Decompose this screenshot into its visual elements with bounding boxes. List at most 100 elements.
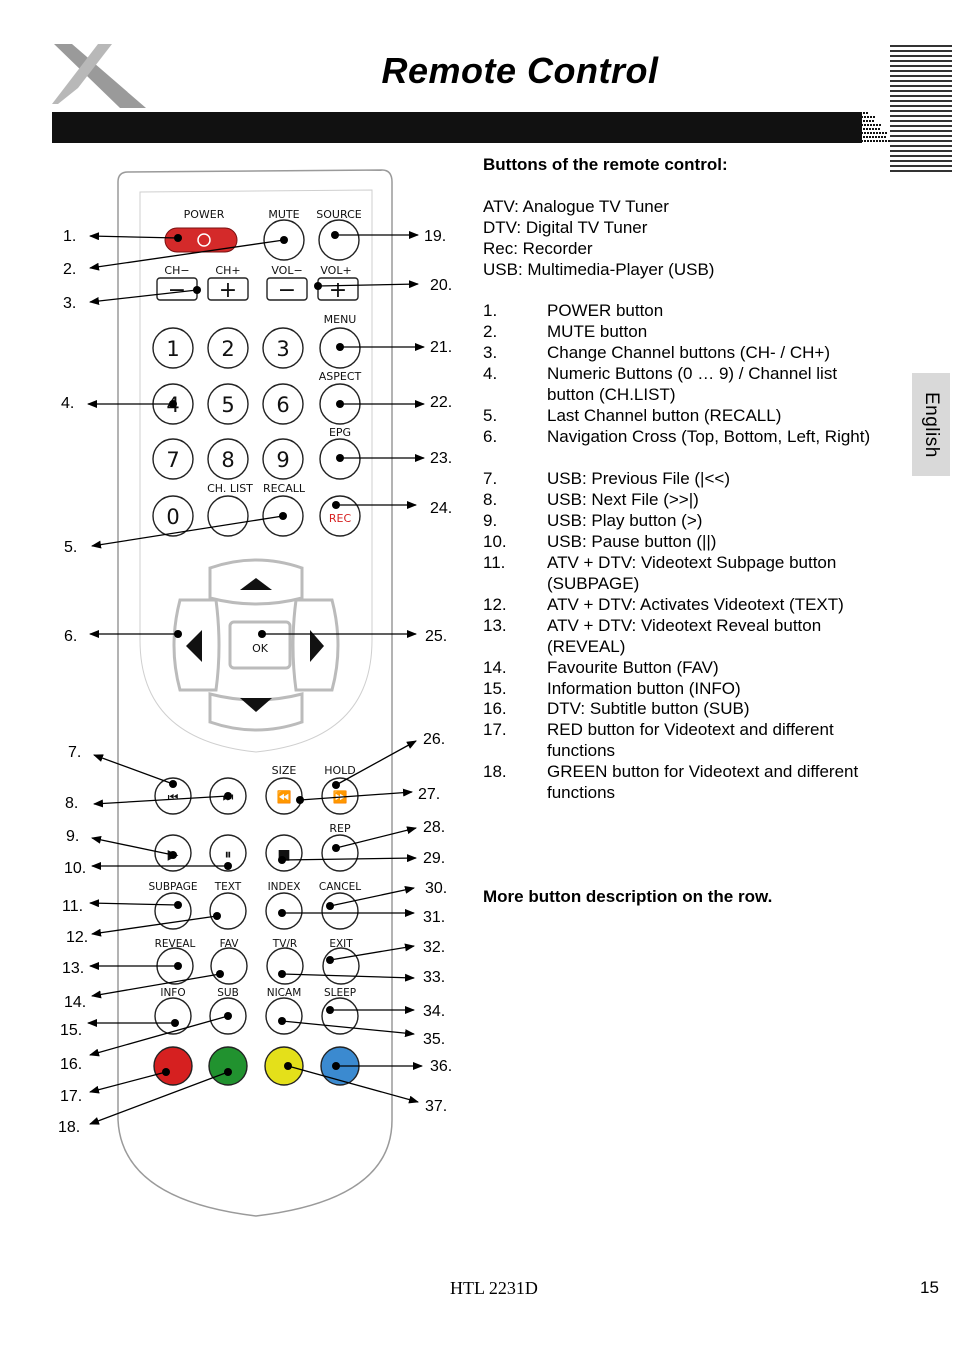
callout-arrow (335, 826, 417, 849)
list-item-number: 17. (483, 720, 507, 739)
callout-arrow (329, 885, 415, 907)
callout-arrow (91, 835, 174, 856)
green-button[interactable] (208, 1046, 248, 1086)
callout-label-left: 13. (62, 960, 84, 977)
prev-file-button[interactable] (154, 777, 192, 815)
callout-label-right: 23. (430, 450, 452, 467)
ch-minus-label: CH− (164, 264, 189, 277)
tvr-button[interactable] (266, 947, 304, 985)
pause-button[interactable] (209, 834, 247, 872)
list-item-number: 5. (483, 406, 498, 425)
list-item-number: 10. (483, 532, 507, 551)
stripe-line (890, 70, 952, 72)
callout-arrow (329, 943, 415, 961)
digit-label: 6 (276, 393, 289, 417)
cancel-button[interactable] (321, 892, 359, 930)
list-item-number: 4. (483, 364, 498, 383)
info-label: INFO (160, 987, 185, 999)
subpage-button[interactable] (154, 892, 192, 930)
callout-label-right: 29. (423, 850, 445, 867)
stop-button[interactable] (265, 834, 303, 872)
callout-label-left: 1. (63, 228, 76, 245)
callout-label-left: 5. (64, 539, 77, 556)
callout-label-left: 16. (60, 1056, 82, 1073)
list-item-number: 6. (483, 427, 498, 446)
text-button[interactable] (209, 892, 247, 930)
digit-button-1[interactable] (152, 327, 194, 369)
digit-button-7[interactable] (152, 438, 194, 480)
callout-label-right: 19. (424, 228, 446, 245)
aspect-label: ASPECT (319, 370, 362, 383)
language-tab-label: English (921, 391, 942, 458)
digit-button-0[interactable] (152, 495, 194, 537)
digit-button-9[interactable] (262, 438, 304, 480)
digit-label: 1 (166, 337, 179, 361)
nicam-button[interactable] (265, 997, 303, 1035)
ch-list-button[interactable] (207, 495, 249, 537)
stripe-line (890, 145, 952, 147)
tvr-label: TV/R (272, 938, 297, 950)
callout-arrow (317, 280, 419, 289)
digit-button-5[interactable] (207, 383, 249, 425)
list-item-number: 12. (483, 595, 507, 614)
digit-button-8[interactable] (207, 438, 249, 480)
callout-label-left: 10. (64, 860, 86, 877)
callout-label-left: 9. (66, 828, 79, 845)
callout-label-right: 33. (423, 969, 445, 986)
stripe-line (890, 60, 952, 62)
rep-button[interactable] (321, 834, 359, 872)
digit-button-2[interactable] (207, 327, 249, 369)
rec-button[interactable] (319, 495, 361, 537)
language-tab[interactable]: English (912, 373, 950, 476)
exit-button[interactable] (322, 947, 360, 985)
callout-arrow (281, 854, 417, 863)
callout-label-left: 17. (60, 1088, 82, 1105)
digit-label: 3 (276, 337, 289, 361)
callout-label-left: 4. (61, 395, 74, 412)
list-item-number: 14. (483, 658, 507, 677)
stripe-line (890, 150, 952, 152)
size-button[interactable] (265, 777, 303, 815)
text-label: TEXT (214, 881, 242, 893)
vol-minus-icon: − (278, 278, 296, 303)
callout-arrow (287, 1065, 419, 1104)
digit-button-3[interactable] (262, 327, 304, 369)
digit-label: 2 (221, 337, 234, 361)
list-item-number: 9. (483, 511, 498, 530)
info-button[interactable] (154, 997, 192, 1035)
source-button[interactable] (318, 219, 360, 261)
prev-file-icon: ⏮ (168, 790, 179, 804)
list-item-number: 7. (483, 469, 498, 488)
stripe-line (890, 100, 952, 102)
digit-button-6[interactable] (262, 383, 304, 425)
legend-rec: Rec: Recorder (483, 239, 593, 258)
list-item-number: 13. (483, 616, 507, 635)
digit-label: 0 (166, 505, 179, 529)
list-item-text: Information button (INFO) (547, 679, 741, 698)
sub-label: SUB (217, 987, 239, 999)
ch-plus-button[interactable] (207, 277, 249, 301)
callout-label-right: 25. (425, 628, 447, 645)
list-item-number: 18. (483, 762, 507, 781)
callout-label-right: 27. (418, 786, 440, 803)
callout-arrow (89, 899, 179, 908)
digit-label: 9 (276, 448, 289, 472)
callout-arrow (299, 788, 413, 801)
red-button[interactable] (153, 1046, 193, 1086)
list-item-text: USB: Previous File (|<<) (547, 469, 730, 488)
corner-stripes (890, 45, 952, 173)
pause-icon: ⏸ (225, 847, 232, 863)
list-item-text: USB: Next File (>>|) (547, 490, 699, 509)
fav-button[interactable] (210, 947, 248, 985)
down-arrow-icon (240, 698, 272, 712)
list-item-number: 16. (483, 699, 507, 718)
stripe-line (890, 95, 952, 97)
callout-label-left: 15. (60, 1022, 82, 1039)
callout-label-right: 26. (423, 731, 445, 748)
list-item-text: ATV + DTV: Activates Videotext (TEXT) (547, 595, 844, 614)
vol-minus-button[interactable] (266, 277, 308, 301)
footer-model: HTL 2231D (450, 1278, 538, 1298)
ch-minus-icon: − (168, 278, 186, 303)
hold-label: HOLD (324, 764, 356, 777)
callout-label-left: 11. (62, 898, 83, 915)
